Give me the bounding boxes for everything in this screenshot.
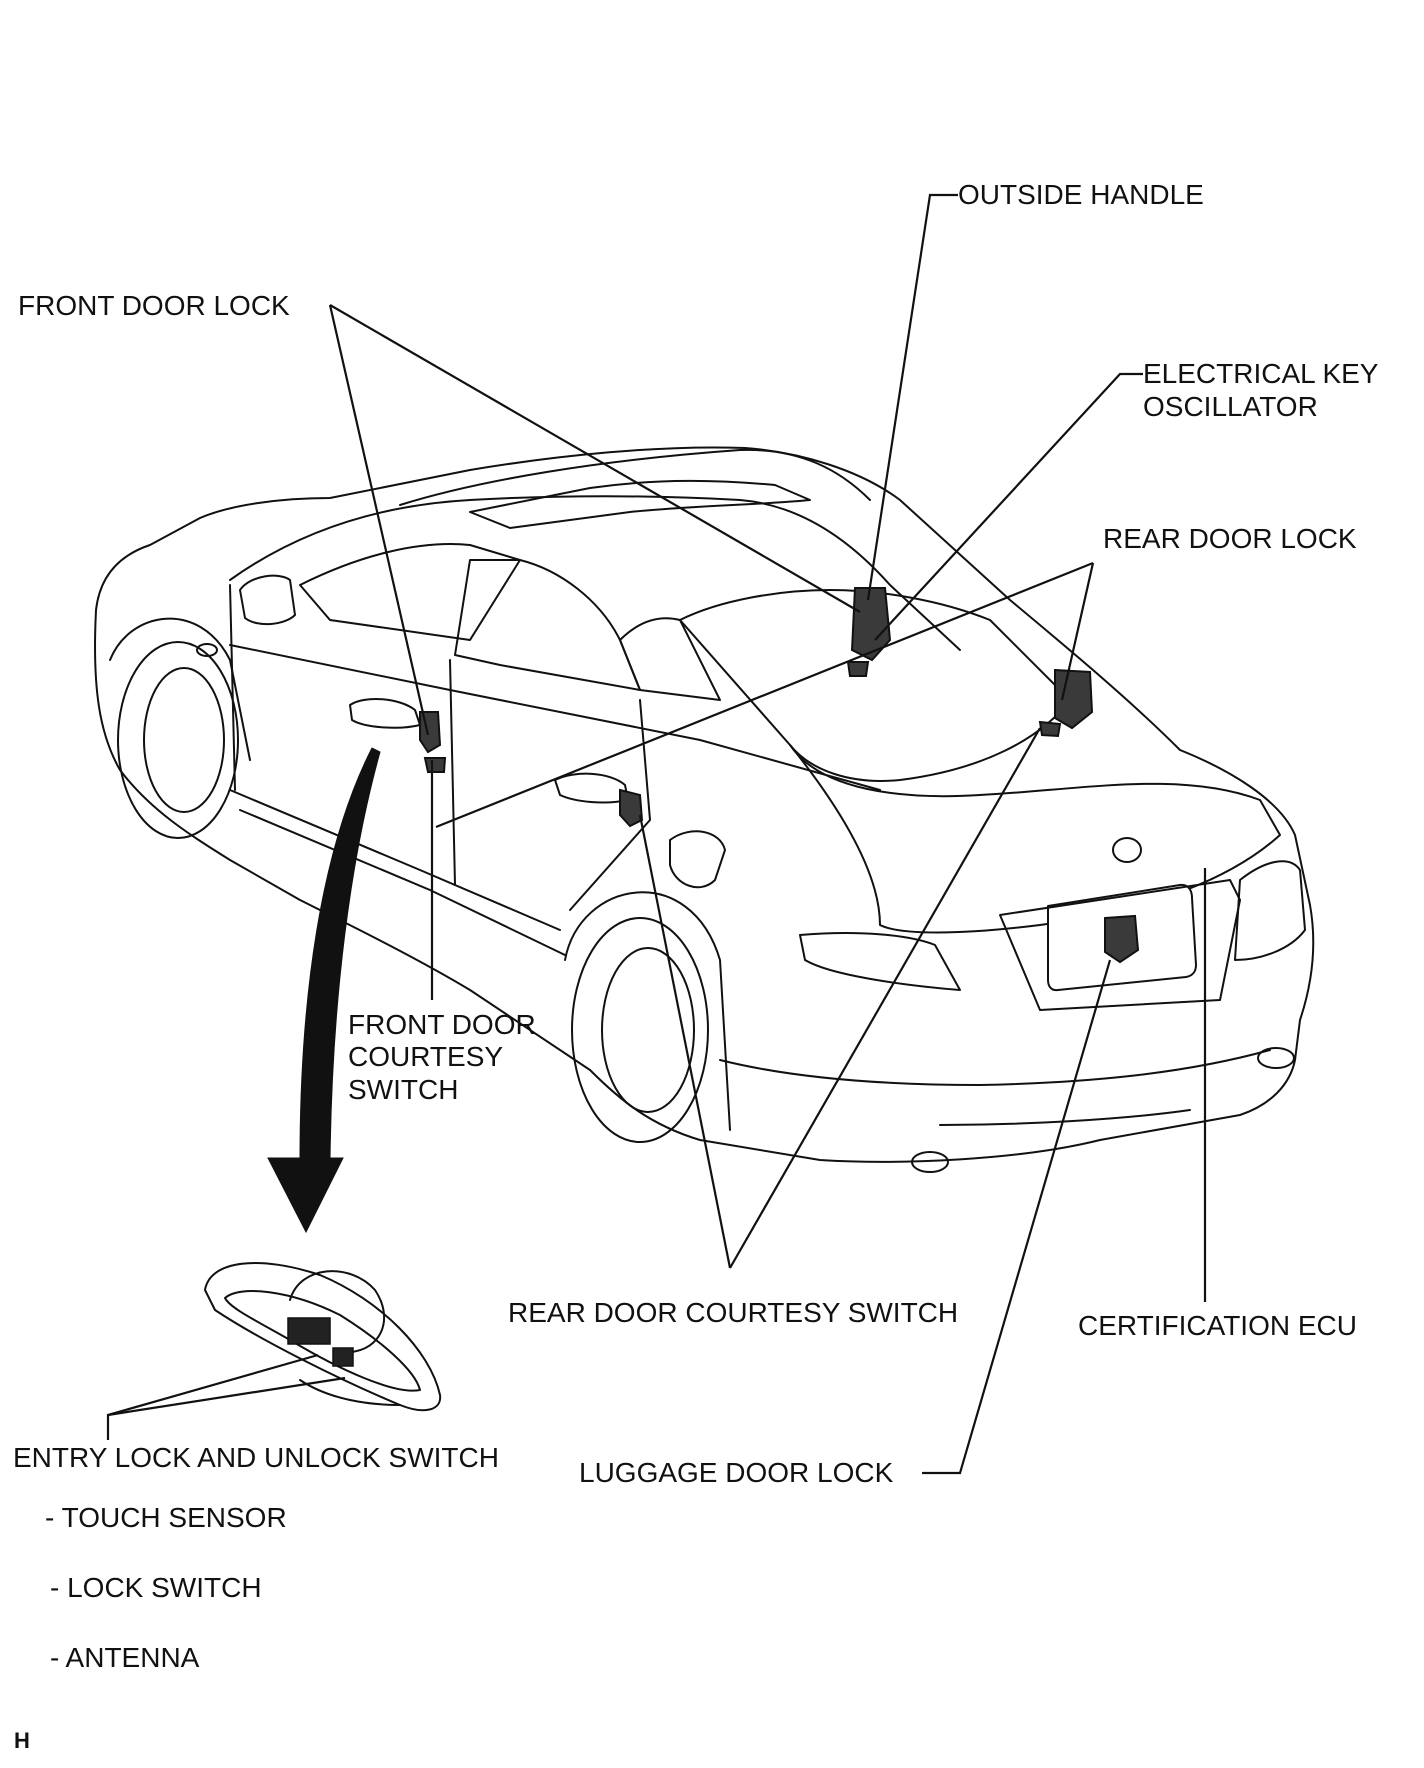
leader-front-door-lock-b [329, 304, 861, 613]
leader-rear-door-courtesy-switch-a [638, 814, 732, 1269]
car-front-wheel-rim [143, 667, 225, 813]
leader-rear-door-courtesy-switch-b [729, 727, 1041, 1269]
door-handle-detail [204, 1262, 442, 1412]
car-rocker-panel [239, 809, 566, 956]
labels: OUTSIDE HANDLE FRONT DOOR LOCK ELECTRICA… [13, 179, 1379, 1753]
label-front-door-lock: FRONT DOOR LOCK [18, 290, 290, 321]
rear-door-lock-part-right [1038, 668, 1094, 738]
car-bumper-line [939, 1109, 1191, 1126]
touch-sensor-area [287, 1317, 331, 1345]
leader-rear-door-lock-b [435, 561, 1094, 829]
car-illustration [94, 446, 1315, 1173]
label-electrical-key-oscillator-line2: OSCILLATOR [1143, 391, 1318, 422]
label-front-door-courtesy-switch-line2: COURTESY [348, 1041, 503, 1072]
label-component-antenna: - ANTENNA [50, 1642, 200, 1673]
label-front-door-courtesy-switch-line3: SWITCH [348, 1074, 458, 1105]
detail-handle-inner [224, 1290, 421, 1392]
label-electrical-key-oscillator-line1: ELECTRICAL KEY [1143, 358, 1379, 389]
leader-outside-handle [866, 193, 958, 601]
car-side-line-upper [229, 644, 881, 791]
car-rear-window [619, 617, 721, 701]
car-emblem [1112, 837, 1142, 863]
car-exhaust-right [1257, 1047, 1295, 1069]
label-front-door-courtesy-switch-line1: FRONT DOOR [348, 1009, 536, 1040]
detail-handle-cup [289, 1270, 386, 1353]
car-marker-light [196, 643, 218, 657]
car-side-mirror [239, 574, 296, 626]
label-rear-door-lock: REAR DOOR LOCK [1103, 523, 1357, 554]
car-windshield [299, 543, 521, 641]
car-front-wheel [117, 641, 239, 839]
outside-handle-part [846, 587, 892, 677]
leader-front-door-lock-a [328, 304, 430, 736]
car-sunroof [469, 479, 811, 529]
enlargement-arrow [267, 747, 381, 1234]
car-front-door-seam [229, 584, 236, 791]
car-roof-top [399, 448, 871, 506]
leader-rear-door-lock-a [1060, 562, 1095, 701]
leader-luggage-door-lock [922, 959, 1112, 1475]
car-exhaust-left [911, 1151, 949, 1173]
car-tail-light-right [1234, 860, 1306, 961]
car-fuel-door [669, 830, 726, 889]
rear-door-handle [554, 772, 629, 804]
car-rear-wheel-rim [601, 947, 695, 1113]
car-rear-door-seam [569, 699, 651, 911]
rear-door-lock-part-left [619, 788, 644, 828]
car-side-line-lower [229, 789, 561, 931]
leader-entry-switch-b [107, 1376, 346, 1417]
car-trunk-lid [789, 744, 1281, 934]
car-front-wheel-arch [109, 617, 251, 761]
car-front-window [454, 559, 641, 691]
leader-electrical-key-oscillator [874, 372, 1143, 641]
label-component-lock-switch: - LOCK SWITCH [50, 1572, 262, 1603]
detail-handle-lower [299, 1379, 401, 1406]
car-body-outline [94, 446, 1315, 1163]
luggage-door-lock-part [1104, 914, 1140, 964]
leader-lines [106, 193, 1207, 1475]
label-certification-ecu: CERTIFICATION ECU [1078, 1310, 1357, 1341]
car-rear-wheel [571, 917, 709, 1143]
label-entry-lock-and-unlock-switch: ENTRY LOCK AND UNLOCK SWITCH [13, 1442, 499, 1473]
label-outside-handle: OUTSIDE HANDLE [958, 179, 1204, 210]
label-rear-door-courtesy-switch: REAR DOOR COURTESY SWITCH [508, 1297, 958, 1328]
car-rear-wheel-arch [564, 891, 731, 1131]
car-tail-light-left [799, 932, 961, 991]
lock-switch-area [332, 1347, 354, 1367]
label-component-touch-sensor: - TOUCH SENSOR [45, 1502, 287, 1533]
label-luggage-door-lock: LUGGAGE DOOR LOCK [579, 1457, 894, 1488]
front-door-handle [349, 698, 421, 729]
car-roof [229, 495, 961, 651]
car-plate-recess [999, 879, 1241, 1011]
car-center-pillar-seam [449, 659, 456, 886]
figure-id: H [14, 1728, 30, 1753]
car-rear-bumper [719, 1049, 1271, 1086]
detail-handle-outer [204, 1262, 442, 1412]
